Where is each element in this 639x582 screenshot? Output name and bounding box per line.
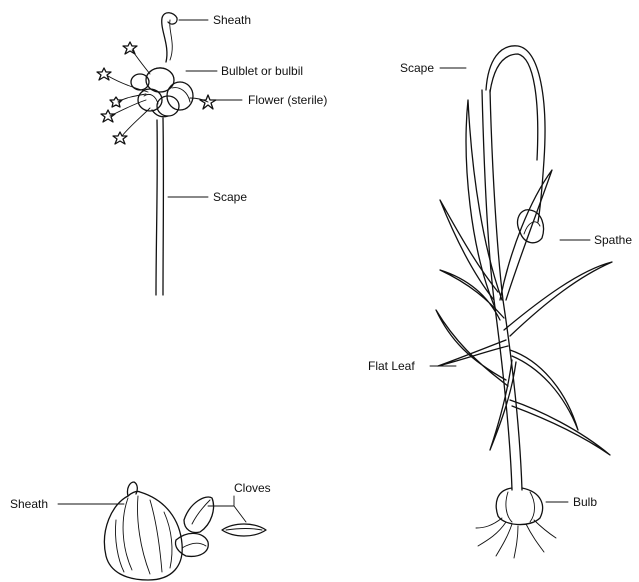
label-bulblet: Bulblet or bulbil bbox=[221, 64, 303, 78]
label-sheath-top: Sheath bbox=[213, 13, 251, 27]
label-scape-left: Scape bbox=[213, 190, 247, 204]
flower-head-illustration bbox=[97, 13, 242, 295]
label-scape-right: Scape bbox=[400, 61, 434, 75]
label-spathe: Spathe bbox=[594, 233, 632, 247]
whole-plant-illustration bbox=[430, 46, 612, 558]
label-flower: Flower (sterile) bbox=[248, 93, 327, 107]
label-bulb: Bulb bbox=[573, 495, 597, 509]
bulb-cloves-illustration bbox=[58, 482, 266, 580]
label-flat-leaf: Flat Leaf bbox=[368, 359, 415, 373]
label-cloves: Cloves bbox=[234, 481, 271, 495]
label-sheath-bottom: Sheath bbox=[10, 497, 48, 511]
